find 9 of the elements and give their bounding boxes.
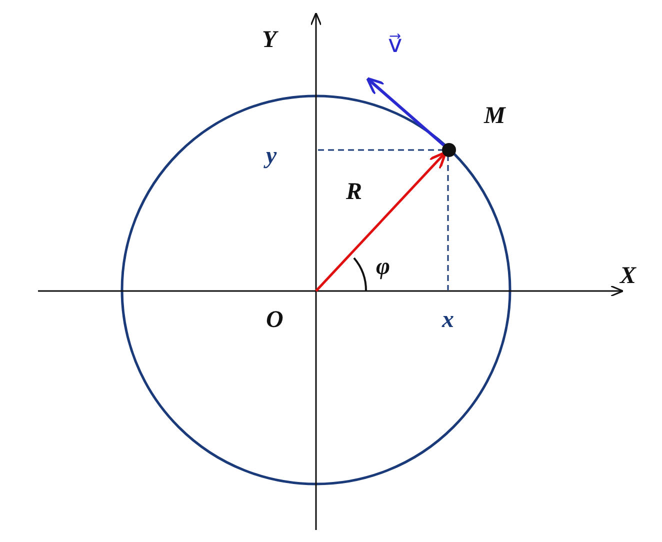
axis-label: X (620, 264, 636, 288)
vector-label: v⃗ (388, 32, 402, 56)
axis-label: Y (262, 28, 277, 52)
point-label: M (484, 104, 506, 128)
angle-label: φ (376, 255, 390, 279)
origin-label: O (266, 308, 284, 332)
coordinate-label: x (442, 308, 454, 332)
vector-label: R (346, 180, 362, 204)
coordinate-label: y (266, 144, 277, 168)
